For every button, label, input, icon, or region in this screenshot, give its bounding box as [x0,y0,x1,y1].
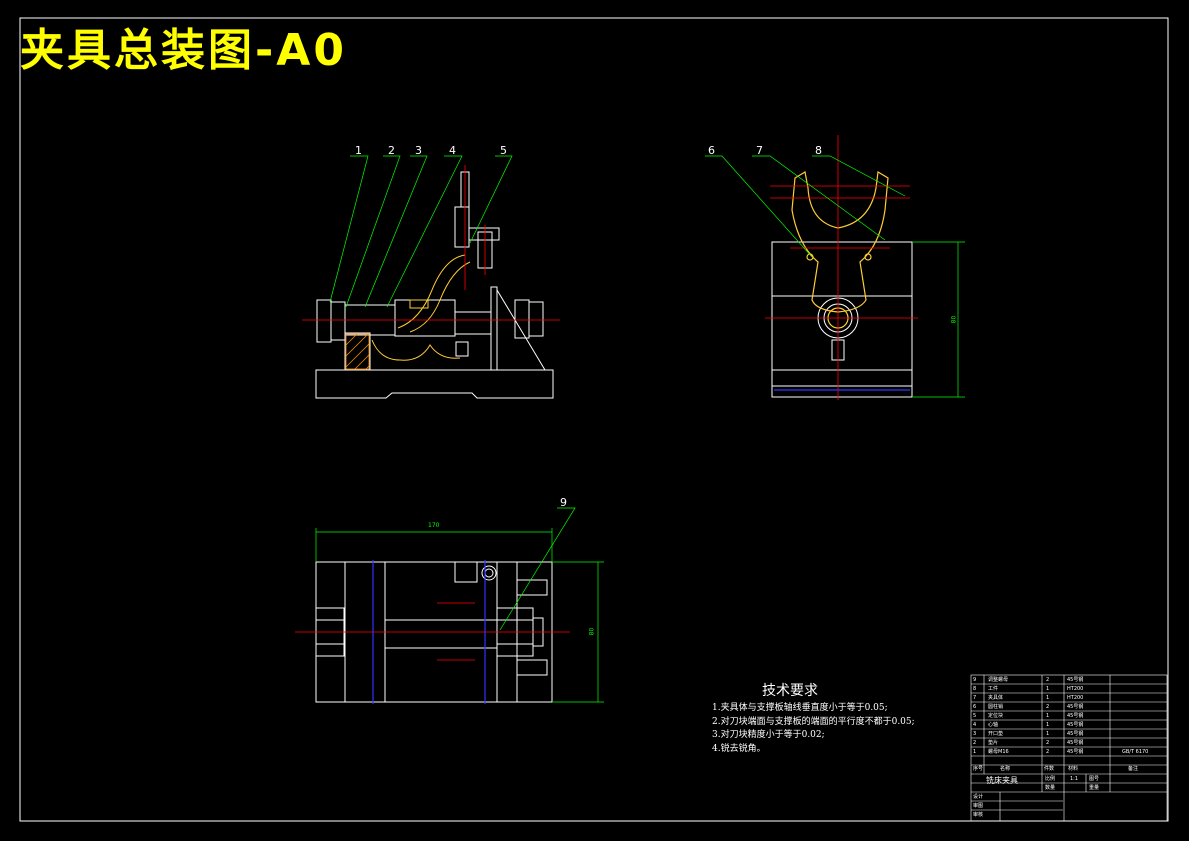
parts-cell-material: 45号钢 [1067,677,1084,683]
requirement-item: 3.对刀块精度小于等于0.02; [712,730,825,740]
parts-cell-no: 8 [973,686,977,692]
parts-cell-material: 45号钢 [1067,731,1084,737]
callout-2: 2 [388,144,395,157]
drawing-name: 铣床夹具 [986,776,1018,785]
parts-cell-name: 圆柱销 [988,704,1004,710]
side-view [771,241,913,398]
parts-cell-material: 45号钢 [1067,704,1084,710]
parts-cell-material: 45号钢 [1067,713,1084,719]
parts-cell-note: GB/T 6170 [1122,749,1149,755]
centerlines-top [295,602,570,661]
sheet-label: 数量 [1045,785,1056,791]
callout-9: 9 [560,496,567,509]
parts-cell-no: 5 [973,713,977,719]
parts-cell-no: 7 [973,695,977,701]
header-qty: 件数 [1044,766,1055,772]
callout-4: 4 [449,144,456,157]
dim-side [912,241,965,398]
drawing-border [19,17,1169,822]
parts-cell-name: 开口垫 [988,731,1004,737]
parts-cell-no: 1 [973,749,977,755]
requirement-item: 2.对刀块端面与支撑板的端面的平行度不都于0.05; [712,716,915,727]
parts-cell-no: 6 [973,704,977,710]
drawing-no-label: 图号 [1089,776,1100,782]
parts-cell-qty: 2 [1046,704,1050,710]
requirement-item: 4.锐去锐角。 [712,743,766,754]
parts-cell-qty: 2 [1046,749,1050,755]
centerlines-front [302,165,560,321]
drawing-title: 夹具总装图-A0 [20,25,347,76]
parts-cell-material: HT200 [1067,695,1084,701]
parts-cell-no: 9 [973,677,977,683]
workpiece-front [371,254,471,361]
technical-requirements: 技术要求 1.夹具体与支撑板轴线垂直度小于等于0.05; 2.对刀块端面与支撑板… [712,680,915,756]
parts-cell-qty: 1 [1046,695,1050,701]
parts-cell-name: 工件 [988,686,999,692]
requirements-heading: 技术要求 [762,683,818,699]
parts-cell-name: 螺母M16 [988,749,1009,755]
dim-height-top: 80 [588,627,596,636]
header-no: 序号 [973,766,984,772]
parts-cell-qty: 1 [1046,713,1050,719]
parts-cell-name: 心轴 [988,722,999,728]
parts-cell-name: 调整螺母 [988,677,1009,683]
callout-7: 7 [756,144,763,157]
parts-cell-material: 45号钢 [1067,722,1084,728]
hatched-section [345,333,370,370]
callout-5: 5 [500,144,507,157]
header-material: 材料 [1068,766,1079,772]
parts-cell-name: 定位块 [988,713,1004,719]
scale-label: 比例 [1045,776,1056,782]
callout-1: 1 [355,144,362,157]
parts-cell-qty: 2 [1046,740,1050,746]
dim-height-side: 80 [950,315,958,324]
parts-cell-material: 45号钢 [1067,749,1084,755]
scale-value: 1:1 [1070,776,1079,782]
callout-8: 8 [815,144,822,157]
centerlines-side [765,135,918,400]
parts-cell-qty: 1 [1046,731,1050,737]
parts-cell-material: 45号钢 [1067,740,1084,746]
parts-cell-no: 4 [973,722,977,728]
requirement-item: 1.夹具体与支撑板轴线垂直度小于等于0.05; [712,703,888,713]
header-note: 备注 [1128,766,1139,772]
header-name: 名称 [1000,766,1011,772]
designer-label: 设计 [973,794,984,800]
parts-cell-no: 2 [973,740,977,746]
weight-label: 重量 [1089,785,1100,791]
checker-label: 审图 [973,803,984,809]
parts-cell-qty: 1 [1046,686,1050,692]
parts-cell-name: 垫片 [988,740,999,746]
title-block-lines [970,674,1168,822]
hidden-lines-top [372,560,486,704]
callout-3: 3 [415,144,422,157]
parts-cell-name: 夹具体 [988,695,1004,701]
approver-label: 审核 [973,812,984,818]
leader-lines [329,155,906,631]
parts-cell-qty: 1 [1046,722,1050,728]
parts-cell-no: 3 [973,731,977,737]
parts-cell-material: HT200 [1067,686,1084,692]
callout-6: 6 [708,144,715,157]
dim-width-top: 170 [428,522,440,529]
dim-top [315,528,604,703]
parts-cell-qty: 2 [1046,677,1050,683]
